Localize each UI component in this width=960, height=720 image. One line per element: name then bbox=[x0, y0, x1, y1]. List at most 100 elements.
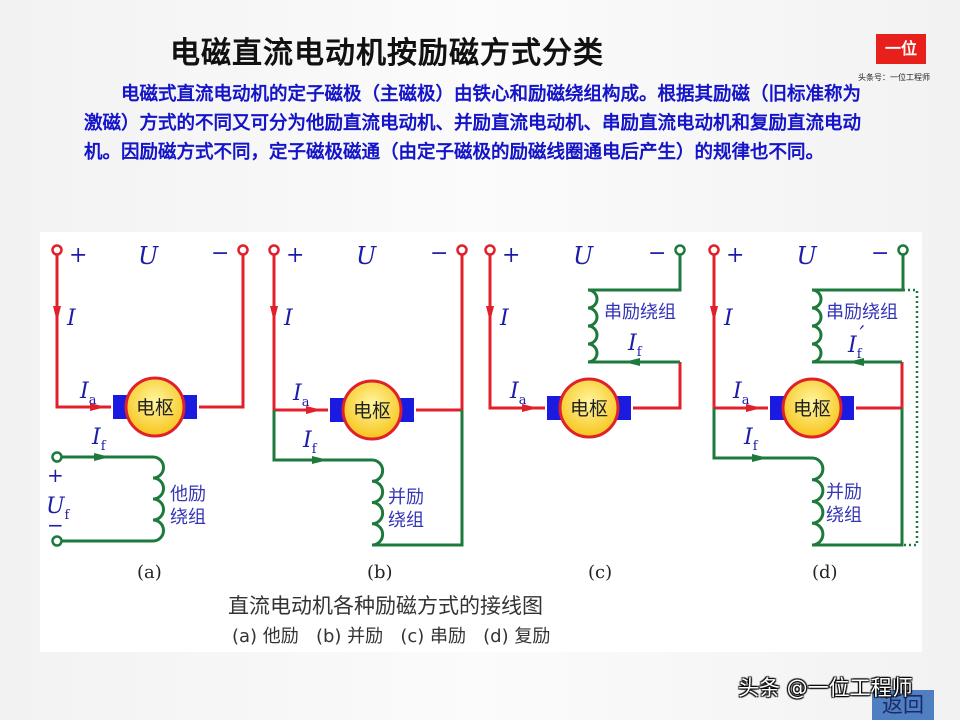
current-label: I bbox=[66, 306, 77, 331]
terminal bbox=[51, 535, 63, 547]
plus-sign: + bbox=[726, 243, 744, 268]
diagram-legend: (a) 他励 (b) 并励 (c) 串励 (d) 复励 bbox=[232, 626, 550, 647]
current-arrow bbox=[752, 454, 768, 462]
brush bbox=[770, 396, 784, 420]
brush bbox=[547, 396, 561, 420]
winding-label: 绕组 bbox=[388, 510, 424, 531]
winding-label: 绕组 bbox=[826, 505, 862, 526]
back-button[interactable]: 返回 bbox=[872, 690, 934, 720]
armature-rotor bbox=[558, 377, 620, 439]
armature-label: 电枢 bbox=[570, 398, 608, 420]
symbol: I bbox=[627, 331, 638, 356]
subscript: f bbox=[65, 508, 71, 523]
armature-label: 电枢 bbox=[793, 398, 831, 420]
brush bbox=[840, 396, 854, 420]
prime: ′ bbox=[860, 323, 865, 348]
symbol: I bbox=[292, 381, 303, 406]
current-arrow bbox=[746, 404, 762, 412]
coil bbox=[371, 458, 385, 547]
field-minus: − bbox=[47, 513, 64, 537]
current-arrow bbox=[312, 456, 328, 464]
symbol: I bbox=[509, 379, 520, 404]
wire bbox=[812, 408, 904, 547]
symbol: I bbox=[283, 306, 294, 331]
wire bbox=[272, 410, 372, 462]
panel-label: (a) bbox=[137, 562, 162, 583]
subscript: f bbox=[101, 439, 107, 454]
watermark-text: 头条 @一位工程师 bbox=[738, 676, 913, 700]
brush bbox=[183, 395, 197, 419]
wire bbox=[856, 362, 904, 410]
coil bbox=[811, 288, 823, 364]
field-current-prime-label: If′ bbox=[847, 323, 865, 362]
description-paragraph: 电磁式直流电动机的定子磁极（主磁极）由铁心和励磁绕组构成。根据其励磁（旧标准称为… bbox=[84, 84, 862, 163]
field-voltage-label: Uf bbox=[46, 494, 71, 523]
panel-label: (b) bbox=[367, 562, 393, 583]
subscript: f bbox=[312, 442, 318, 457]
current-arrow bbox=[848, 358, 864, 366]
voltage-label: U bbox=[356, 242, 377, 270]
field-current-label: If bbox=[627, 331, 643, 360]
minus-sign: − bbox=[871, 241, 889, 266]
current-label: I bbox=[283, 306, 294, 331]
wire bbox=[372, 410, 464, 547]
armature-label: 电枢 bbox=[353, 400, 391, 422]
armature-current-label: Ia bbox=[79, 379, 97, 408]
long-shunt-dotted-wire bbox=[903, 288, 919, 547]
winding-label: 串励绕组 bbox=[604, 302, 676, 323]
wire bbox=[633, 362, 682, 410]
current-arrow bbox=[90, 403, 106, 411]
armature-rotor bbox=[124, 376, 186, 438]
brand-logo: 一位 bbox=[876, 34, 926, 64]
coil bbox=[152, 455, 165, 543]
plus-sign: + bbox=[69, 243, 87, 268]
terminal bbox=[708, 244, 720, 256]
current-label: I bbox=[723, 306, 734, 331]
armature-current-label: Ia bbox=[509, 379, 527, 408]
winding-label: 并励 bbox=[388, 487, 424, 508]
terminal bbox=[674, 244, 686, 256]
subscript: a bbox=[302, 395, 310, 410]
plus-sign: + bbox=[286, 243, 304, 268]
subscript: a bbox=[89, 393, 97, 408]
voltage-label: U bbox=[138, 242, 159, 270]
terminal bbox=[268, 244, 280, 256]
field-plus: + bbox=[47, 463, 64, 487]
voltage-label: U bbox=[797, 242, 818, 270]
current-arrow bbox=[624, 358, 640, 366]
voltage-label: U bbox=[573, 242, 594, 270]
coil bbox=[811, 456, 825, 547]
symbol: I bbox=[66, 306, 77, 331]
armature-current-label: Ia bbox=[292, 381, 310, 410]
brush bbox=[330, 398, 344, 422]
armature-label: 电枢 bbox=[136, 397, 174, 419]
subscript: a bbox=[742, 393, 750, 408]
coil bbox=[587, 288, 599, 364]
wire bbox=[199, 255, 245, 409]
brush bbox=[113, 395, 127, 419]
symbol: I bbox=[732, 379, 743, 404]
winding-label: 串励绕组 bbox=[826, 302, 898, 323]
subscript: f bbox=[637, 345, 643, 360]
wire bbox=[588, 255, 682, 292]
field-current-label: If bbox=[743, 425, 759, 454]
symbol: I bbox=[499, 306, 510, 331]
symbol: I bbox=[723, 306, 734, 331]
minus-sign: − bbox=[430, 241, 448, 266]
symbol: I bbox=[302, 428, 313, 453]
terminal bbox=[897, 244, 909, 256]
subscript: a bbox=[519, 393, 527, 408]
terminal bbox=[484, 244, 496, 256]
field-current-label: If bbox=[302, 428, 318, 457]
winding-label: 并励 bbox=[826, 482, 862, 503]
panel-label: (c) bbox=[588, 562, 612, 583]
subscript: f bbox=[753, 439, 759, 454]
current-arrow bbox=[522, 404, 538, 412]
terminal bbox=[51, 244, 63, 256]
diagram-panel bbox=[40, 232, 922, 652]
subscript: f bbox=[857, 347, 863, 362]
terminal bbox=[51, 451, 63, 463]
brush bbox=[617, 396, 631, 420]
